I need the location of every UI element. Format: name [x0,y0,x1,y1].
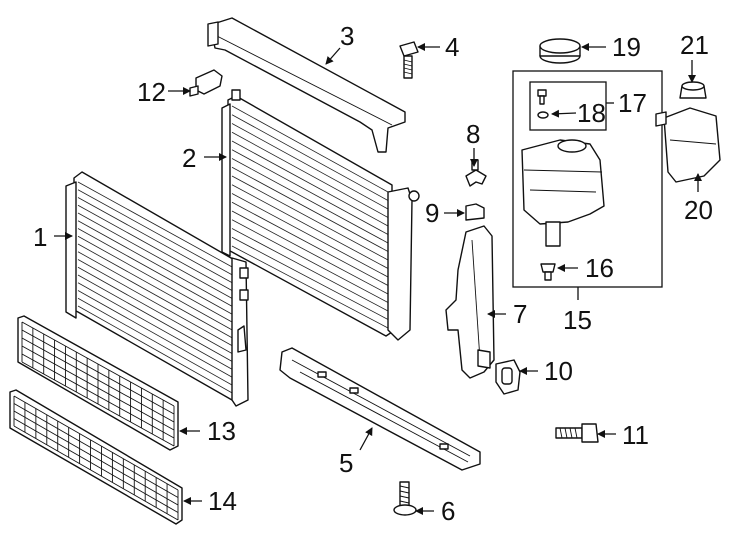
drawing-line [77,212,235,300]
callout-6: 6 [441,496,455,526]
drawing-line [13,425,179,521]
upper-grille [17,315,179,451]
drawing-line [77,181,235,269]
reservoir-cap [539,38,581,64]
condenser [65,171,249,407]
clip-9 [465,203,485,221]
drawing-line [77,290,235,379]
side-air-guide [445,225,495,379]
drawing-line [13,403,179,498]
callout-18: 18 [577,98,606,128]
bolt-6 [393,481,417,516]
drawing-line [231,158,389,244]
callout-12: 12 [137,77,166,107]
bracket [495,359,521,395]
drawing-line [231,236,389,320]
drawing-line [77,259,235,348]
callout-8: 8 [466,119,480,149]
callout-11: 11 [622,420,649,450]
bolt-4 [399,41,419,79]
drain-plug-16 [540,263,556,281]
callout-2: 2 [182,143,196,173]
drawing-line [77,189,235,277]
drawing-line [77,266,235,355]
rear-radiator [221,89,420,341]
drawing-line [231,175,389,261]
lower-air-guide [279,347,481,471]
callout-13: 13 [207,416,236,446]
drawing-line [231,140,389,227]
drawing-line [77,274,235,363]
drawing-line [77,204,235,292]
callout-10: 10 [544,356,573,386]
callout-16: 16 [585,253,614,283]
drawing-line [77,305,235,395]
callouts: 1 2 3 4 5 6 7 8 9 10 11 12 13 14 15 16 1… [33,21,713,526]
drawing-line [231,193,389,278]
callout-15: 15 [563,305,592,335]
sensor [189,69,223,97]
leader-lines [54,43,702,515]
drawing-line [77,282,235,371]
drawing-line [77,197,235,285]
callout-3: 3 [340,21,354,51]
assembly-box-17 [529,81,607,131]
drawing-line [13,410,179,506]
callout-9: 9 [425,198,439,228]
drawing-line [231,105,389,193]
lower-grille [9,389,183,525]
clip-8 [465,159,487,187]
drawing-line [77,220,235,308]
drawing-line [231,184,389,269]
drawing-line [77,297,235,387]
callout-19: 19 [612,32,641,62]
drawing-line [77,251,235,340]
expansion-tank [521,139,605,247]
drawing-line [231,149,389,235]
callout-1: 1 [33,222,47,252]
callout-17: 17 [618,88,647,118]
drawing-line [77,228,235,316]
callout-21: 21 [680,30,709,60]
drawing-line [231,219,389,303]
drawing-line [231,245,389,329]
cap-21 [679,81,707,99]
drawing-line [77,243,235,332]
drawing-line [77,235,235,324]
callout-14: 14 [208,486,237,516]
callout-7: 7 [513,299,527,329]
callout-5: 5 [339,448,353,478]
drawing-line [231,123,389,210]
upper-air-baffle [207,17,406,153]
drawing-line [231,114,389,201]
assembly-box-15 [512,70,663,288]
drawing-line [231,210,389,295]
drawing-line [231,201,389,286]
auxiliary-tank [655,107,721,183]
bolt-11 [555,423,599,443]
small-screw-18 [537,89,549,119]
drawing-line [231,166,389,252]
drawing-line [231,131,389,218]
callout-20: 20 [684,195,713,225]
drawing-line [13,418,179,513]
callout-4: 4 [445,32,459,62]
drawing-line [13,395,179,491]
drawing-line [231,228,389,312]
